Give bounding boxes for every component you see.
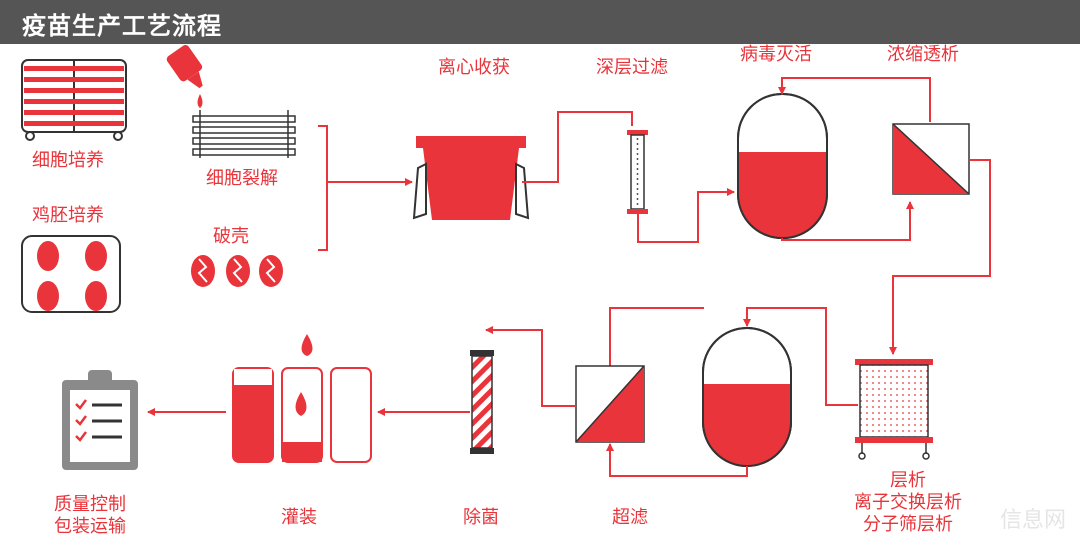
label-packaging: 包装运输 [54,516,126,537]
ultrafiltration-tank-icon [702,327,792,467]
flow-chromatography-to-tank [743,307,858,406]
depth-filter-icon [627,130,648,214]
flow-centrifuge-to-filter [522,111,633,183]
concentration-filter-icon [892,123,970,195]
flow-ultrafiltration-to-sterilization [485,326,576,407]
page-title: 疫苗生产工艺流程 [22,12,222,40]
label-quality-control: 质量控制 [54,494,126,515]
label-lysis: 细胞裂解 [206,168,278,189]
filling-vials-icon [232,334,372,463]
egg-tray-icon [21,235,121,313]
label-chromatography: 层析 [890,470,926,491]
label-shell-break: 破壳 [213,226,249,247]
label-filling: 灌装 [281,507,317,528]
flow-tank-to-ultrafiltration [606,443,748,477]
watermark: 信息网 [999,508,1066,533]
dropper-bottle-icon [166,45,203,108]
header-bar: 疫苗生产工艺流程 [0,0,1080,44]
label-concentration: 浓缩透析 [887,44,959,65]
label-ultrafiltration: 超滤 [612,507,648,528]
lysis-rack-icon [192,110,296,158]
centrifuge-icon [412,136,530,220]
label-sterilization: 除菌 [463,507,499,528]
label-cell-culture: 细胞培养 [32,150,104,171]
process-diagram [21,45,991,477]
flow-filter-to-inactivation [637,188,735,243]
inactivation-tank-icon [737,93,828,239]
label-ion-exchange: 离子交换层析 [854,492,962,513]
ultrafiltration-filter-icon [575,365,645,443]
sterilization-filter-icon [470,350,494,454]
merge-bracket [318,125,413,251]
label-size-exclusion: 分子筛层析 [863,514,953,535]
chromatography-column-icon [855,359,933,460]
flow-concentration-recirculation [778,77,931,122]
clipboard-icon [62,370,138,470]
flow-to-chromatography [889,159,991,355]
cell-culture-rack-icon [21,59,127,141]
broken-eggs-icon [191,255,283,287]
label-depth-filter: 深层过滤 [596,57,668,78]
flow-inactivation-to-concentration [781,201,914,241]
label-centrifuge: 离心收获 [438,57,510,78]
flow-ultrafiltration-return [609,307,704,366]
label-inactivation: 病毒灭活 [740,44,812,65]
label-egg-culture: 鸡胚培养 [32,205,104,226]
